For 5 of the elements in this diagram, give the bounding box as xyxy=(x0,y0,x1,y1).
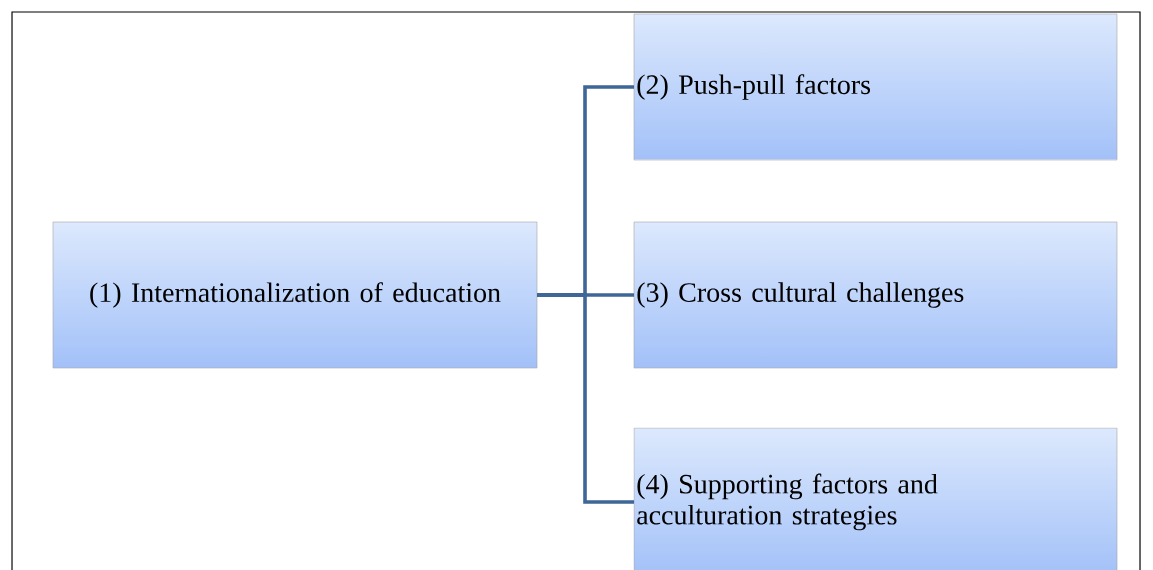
connector-line xyxy=(537,293,634,504)
topic-box: (1) Internationalization of education xyxy=(52,221,538,369)
topic-box: (2) Push-pull factors xyxy=(633,13,1118,161)
topic-box: (4) Supporting factors and acculturation strategies xyxy=(633,427,1118,570)
topic-box: (3) Cross cultural challenges xyxy=(633,221,1118,369)
